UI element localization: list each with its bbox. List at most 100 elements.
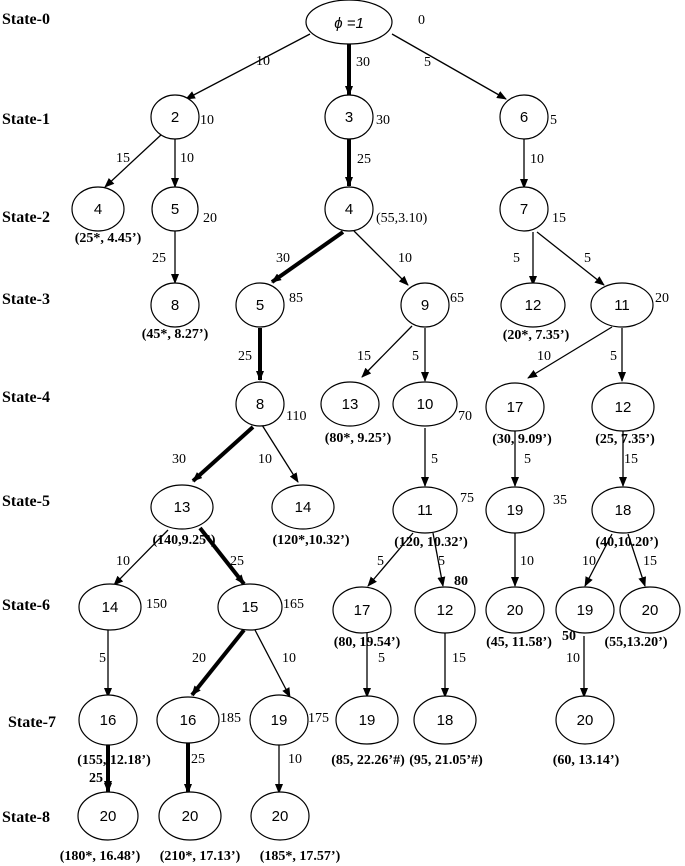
result-node-18b: (95, 21.05’#): [409, 753, 483, 768]
node-19b-label: 19: [577, 602, 594, 619]
node-16b-side-value: 185: [220, 711, 241, 726]
edge-weight-12-18b: 15: [452, 651, 466, 666]
node-16a: [78, 694, 138, 746]
edge-weight-19-20b: 10: [566, 651, 580, 666]
node-8b-label: 8: [256, 396, 264, 413]
edge-weight-9-13: 15: [357, 349, 371, 364]
edge-weight-16-20: 25: [89, 771, 103, 786]
result-node-18a: (40,10.20’): [596, 535, 659, 550]
node-3-side-value: 30: [376, 113, 390, 128]
node-20a: [485, 586, 545, 634]
state-label-7: State-7: [8, 714, 56, 731]
node-8a: [150, 282, 200, 328]
node-17a: [485, 382, 545, 432]
node-18a: [591, 486, 655, 534]
edge-weight-root-3: 30: [356, 55, 370, 70]
node-18b-label: 18: [437, 712, 454, 729]
edge-18-20: [627, 533, 647, 587]
edge-weight-root-6: 5: [424, 55, 431, 70]
edge-weight-4-5: 30: [276, 251, 290, 266]
node-17b: [332, 586, 392, 634]
node-20c-label: 20: [577, 712, 594, 729]
node-5a-side-value: 20: [203, 211, 217, 226]
state-label-1: State-1: [2, 111, 50, 128]
node-15-side-value: 165: [283, 597, 304, 612]
node-11b-side-value: 75: [460, 491, 474, 506]
node-16b: [156, 696, 220, 744]
node-19c: [249, 694, 309, 746]
node-root: [305, 0, 393, 45]
edge-weight-17-19b: 5: [378, 651, 385, 666]
state-label-2: State-2: [2, 209, 50, 226]
edge-2-4: [104, 133, 163, 188]
edge-weight-18-19: 10: [582, 554, 596, 569]
node-12c-label: 12: [437, 602, 454, 619]
state-label-0: State-0: [2, 11, 50, 28]
root-side-value: 0: [418, 13, 425, 28]
result-node-4a: (25*, 4.45’): [75, 231, 142, 246]
result-node-20a: (45, 11.58’): [486, 635, 552, 650]
edge-weight-19-20c: 10: [288, 752, 302, 767]
edge-weight-5-8b: 25: [238, 349, 252, 364]
node-12b: [591, 382, 655, 432]
node-14a-label: 14: [295, 499, 312, 516]
node-20d-label: 20: [100, 808, 117, 825]
edge-7-11: [536, 231, 605, 286]
node-13b-label: 13: [174, 499, 191, 516]
node-20a-label: 20: [507, 602, 524, 619]
node-14a: [271, 484, 335, 530]
node-20f: [250, 791, 310, 841]
node-9-label: 9: [421, 297, 429, 314]
node-17b-label: 17: [354, 602, 371, 619]
node-5a: [151, 186, 199, 232]
node-5b-side-value: 85: [289, 291, 303, 306]
state-label-5: State-5: [2, 493, 50, 510]
node-10: [392, 381, 458, 427]
node-8b: [235, 381, 285, 427]
edge-weight-10-11: 5: [431, 452, 438, 467]
node-10-side-value: 70: [458, 409, 472, 424]
edge-4-9: [353, 230, 409, 286]
node-11a-label: 11: [614, 297, 630, 314]
node-4b-label: 4: [345, 201, 353, 218]
node-11b-label: 11: [417, 502, 433, 519]
result-node-19d: (85, 22.26’#): [331, 753, 405, 768]
result-node-12b: (25, 7.35’): [595, 432, 655, 447]
edge-weight-9-10: 5: [412, 349, 419, 364]
node-12c-side-value: 80: [454, 574, 468, 589]
edge-weight-2-4: 15: [116, 151, 130, 166]
node-14b: [78, 583, 142, 631]
edge-weight-7-11: 5: [584, 251, 591, 266]
edge-weight-17-19: 5: [524, 452, 531, 467]
result-node-12a: (20*, 7.35’): [503, 328, 570, 343]
edge-15-16-bold: [190, 628, 246, 697]
result-node-17a: (30, 9.09’): [492, 432, 552, 447]
node-12a-label: 12: [525, 297, 542, 314]
edge-18-19: [584, 533, 613, 587]
node-5a-label: 5: [171, 201, 179, 218]
edge-weight-7-12: 5: [513, 251, 520, 266]
node-7: [499, 186, 549, 232]
node-19c-label: 19: [271, 712, 288, 729]
edge-weight-2-5: 10: [180, 151, 194, 166]
node-4b-side-value: (55,3.10): [376, 211, 428, 226]
state-label-6: State-6: [2, 597, 50, 614]
edge-weight-12-18: 15: [624, 452, 638, 467]
node-7-side-value: 15: [552, 211, 566, 226]
node-5b: [235, 282, 285, 328]
node-18a-label: 18: [615, 502, 632, 519]
node-16a-label: 16: [100, 712, 117, 729]
node-11b: [392, 486, 458, 534]
edge-weight-11-12b: 5: [438, 554, 445, 569]
edge-11-17: [527, 326, 613, 379]
result-node-13b: (140,9.25’): [153, 533, 216, 548]
node-14b-side-value: 150: [146, 597, 167, 612]
node-10-label: 10: [417, 396, 434, 413]
node-20e-label: 20: [182, 808, 199, 825]
node-17a-label: 17: [507, 399, 524, 416]
edge-weight-8-14: 10: [258, 452, 272, 467]
result-node-20e: (210*, 17.13’): [160, 849, 241, 864]
result-node-20c: (60, 13.14’): [553, 753, 620, 768]
node-20f-label: 20: [272, 808, 289, 825]
